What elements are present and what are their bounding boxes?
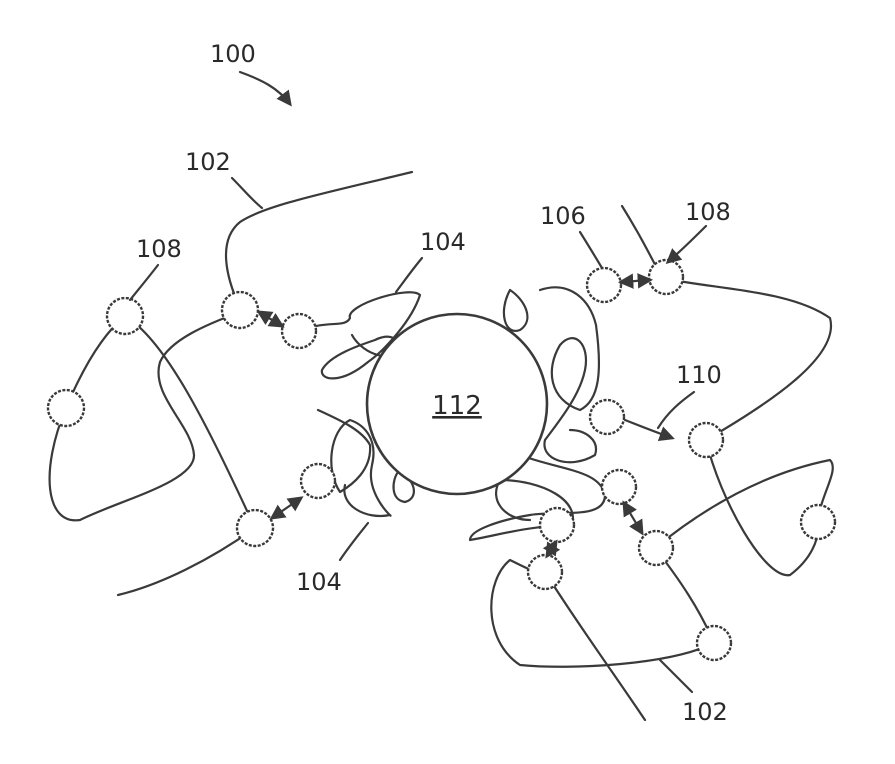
ligand-label-top: 104 (420, 228, 466, 256)
ligand-loop-right (540, 287, 599, 462)
strand-label-bottom: 102 (682, 698, 728, 726)
node (237, 510, 273, 546)
figure-arrow (240, 72, 290, 104)
figure-number-label: 100 (210, 40, 256, 68)
leader-104-top (396, 258, 422, 292)
ligand-loop-top-right-a (504, 290, 528, 331)
leader-102-top (232, 178, 262, 208)
strand-upper-left (226, 172, 412, 308)
strand-lower-right (491, 548, 714, 667)
node (528, 555, 562, 589)
strand-tail-bottom (545, 572, 645, 720)
node (301, 464, 335, 498)
strand-lower-left (118, 528, 255, 595)
unit-label-right: 108 (685, 198, 731, 226)
linker-label: 106 (540, 202, 586, 230)
node (689, 423, 723, 457)
linker-arrow (259, 312, 282, 326)
leader-104-bottom (340, 523, 368, 560)
crosslink-label: 110 (676, 361, 722, 389)
node (801, 505, 835, 539)
node (107, 298, 143, 334)
node (222, 292, 258, 328)
strand-label-top: 102 (185, 148, 231, 176)
core-label: 112 (432, 391, 482, 421)
strand-upper-right (622, 206, 831, 440)
node (697, 626, 731, 660)
node (590, 400, 624, 434)
leader-106 (580, 232, 602, 268)
leader-108-right (668, 226, 706, 262)
linker-arrow (625, 420, 672, 438)
node (649, 260, 683, 294)
unit-label-left: 108 (136, 235, 182, 263)
linker-arrow (621, 280, 650, 282)
strand-left-loop (50, 312, 255, 528)
linker-arrow (272, 498, 301, 518)
node (48, 390, 84, 426)
leader-108-left (130, 265, 158, 300)
linker-arrow (624, 503, 642, 533)
leader-102-bottom (660, 660, 692, 692)
strand-right-loop (655, 440, 833, 575)
ligand-label-bottom: 104 (296, 568, 342, 596)
node (587, 268, 621, 302)
node (540, 508, 574, 542)
node (602, 470, 636, 504)
node (639, 531, 673, 565)
leader-110 (658, 392, 694, 428)
node (282, 314, 316, 348)
linker-arrow (547, 542, 556, 556)
